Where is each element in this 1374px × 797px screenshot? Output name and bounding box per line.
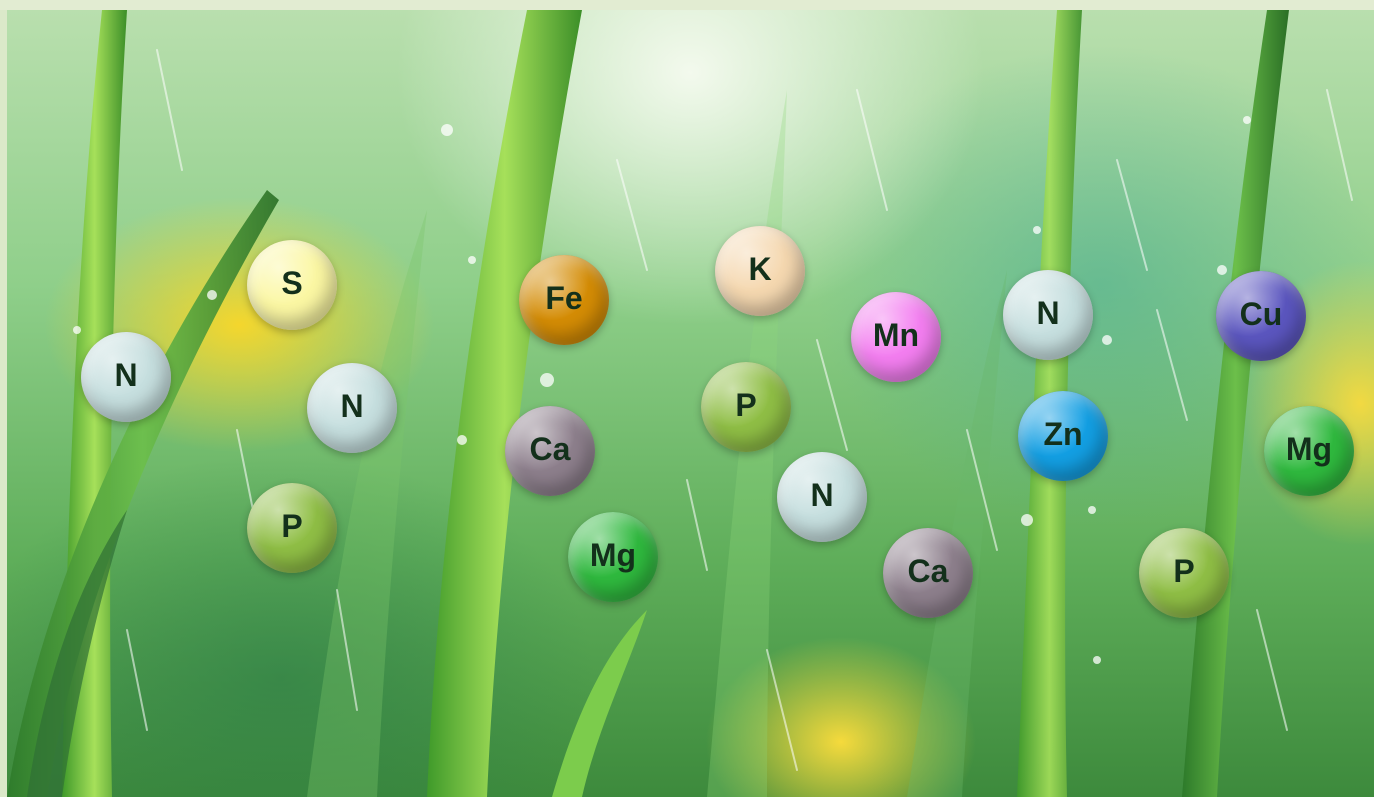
grass-and-rain-art — [7, 10, 1353, 797]
nutrient-orb-n: N — [307, 363, 397, 453]
nutrient-symbol: P — [1173, 552, 1195, 589]
nutrient-orb-fe: Fe — [519, 255, 609, 345]
nutrient-symbol: P — [735, 386, 757, 423]
rain-grass-photo — [7, 10, 1374, 797]
rain-streaks — [126, 49, 1353, 771]
top-banner-strip — [0, 0, 1374, 10]
nutrient-symbol: Zn — [1043, 415, 1083, 452]
nutrient-symbol: Mg — [589, 536, 637, 573]
nutrient-orb-mg: Mg — [1264, 406, 1354, 496]
grass-blade — [27, 510, 127, 797]
nutrient-symbol: S — [281, 264, 303, 301]
nutrient-symbol: N — [810, 476, 834, 513]
nutrient-symbol: P — [281, 507, 303, 544]
nutrient-orb-mg: Mg — [568, 512, 658, 602]
nutrient-orb-n: N — [777, 452, 867, 542]
nutrient-orb-ca: Ca — [883, 528, 973, 618]
grass-blade — [307, 210, 427, 797]
water-droplets — [73, 116, 1251, 664]
nutrient-orb-cu: Cu — [1216, 271, 1306, 361]
nutrient-orb-p: P — [701, 362, 791, 452]
grass-blade — [427, 10, 582, 797]
nutrient-orb-mn: Mn — [851, 292, 941, 382]
nutrient-symbol: N — [114, 356, 138, 393]
grass-blade — [552, 610, 647, 797]
nutrient-symbol: Ca — [529, 430, 571, 467]
nutrient-symbol: Mg — [1285, 430, 1333, 467]
nutrient-symbol: Ca — [907, 552, 949, 589]
nutrient-orb-k: K — [715, 226, 805, 316]
nutrient-symbol: Mn — [872, 316, 920, 353]
nutrient-symbol: N — [1036, 294, 1060, 331]
nutrient-symbol: N — [340, 387, 364, 424]
nutrient-orb-n: N — [81, 332, 171, 422]
nutrient-symbol: Fe — [545, 279, 583, 316]
nutrient-orb-p: P — [247, 483, 337, 573]
nutrient-orb-ca: Ca — [505, 406, 595, 496]
grass-blade — [1182, 10, 1289, 797]
nutrient-orb-p: P — [1139, 528, 1229, 618]
nutrient-orb-s: S — [247, 240, 337, 330]
nutrient-orb-zn: Zn — [1018, 391, 1108, 481]
nutrient-orb-n: N — [1003, 270, 1093, 360]
grass-blade — [907, 270, 1007, 797]
nutrient-symbol: Cu — [1239, 295, 1283, 332]
nutrient-symbol: K — [748, 250, 772, 287]
